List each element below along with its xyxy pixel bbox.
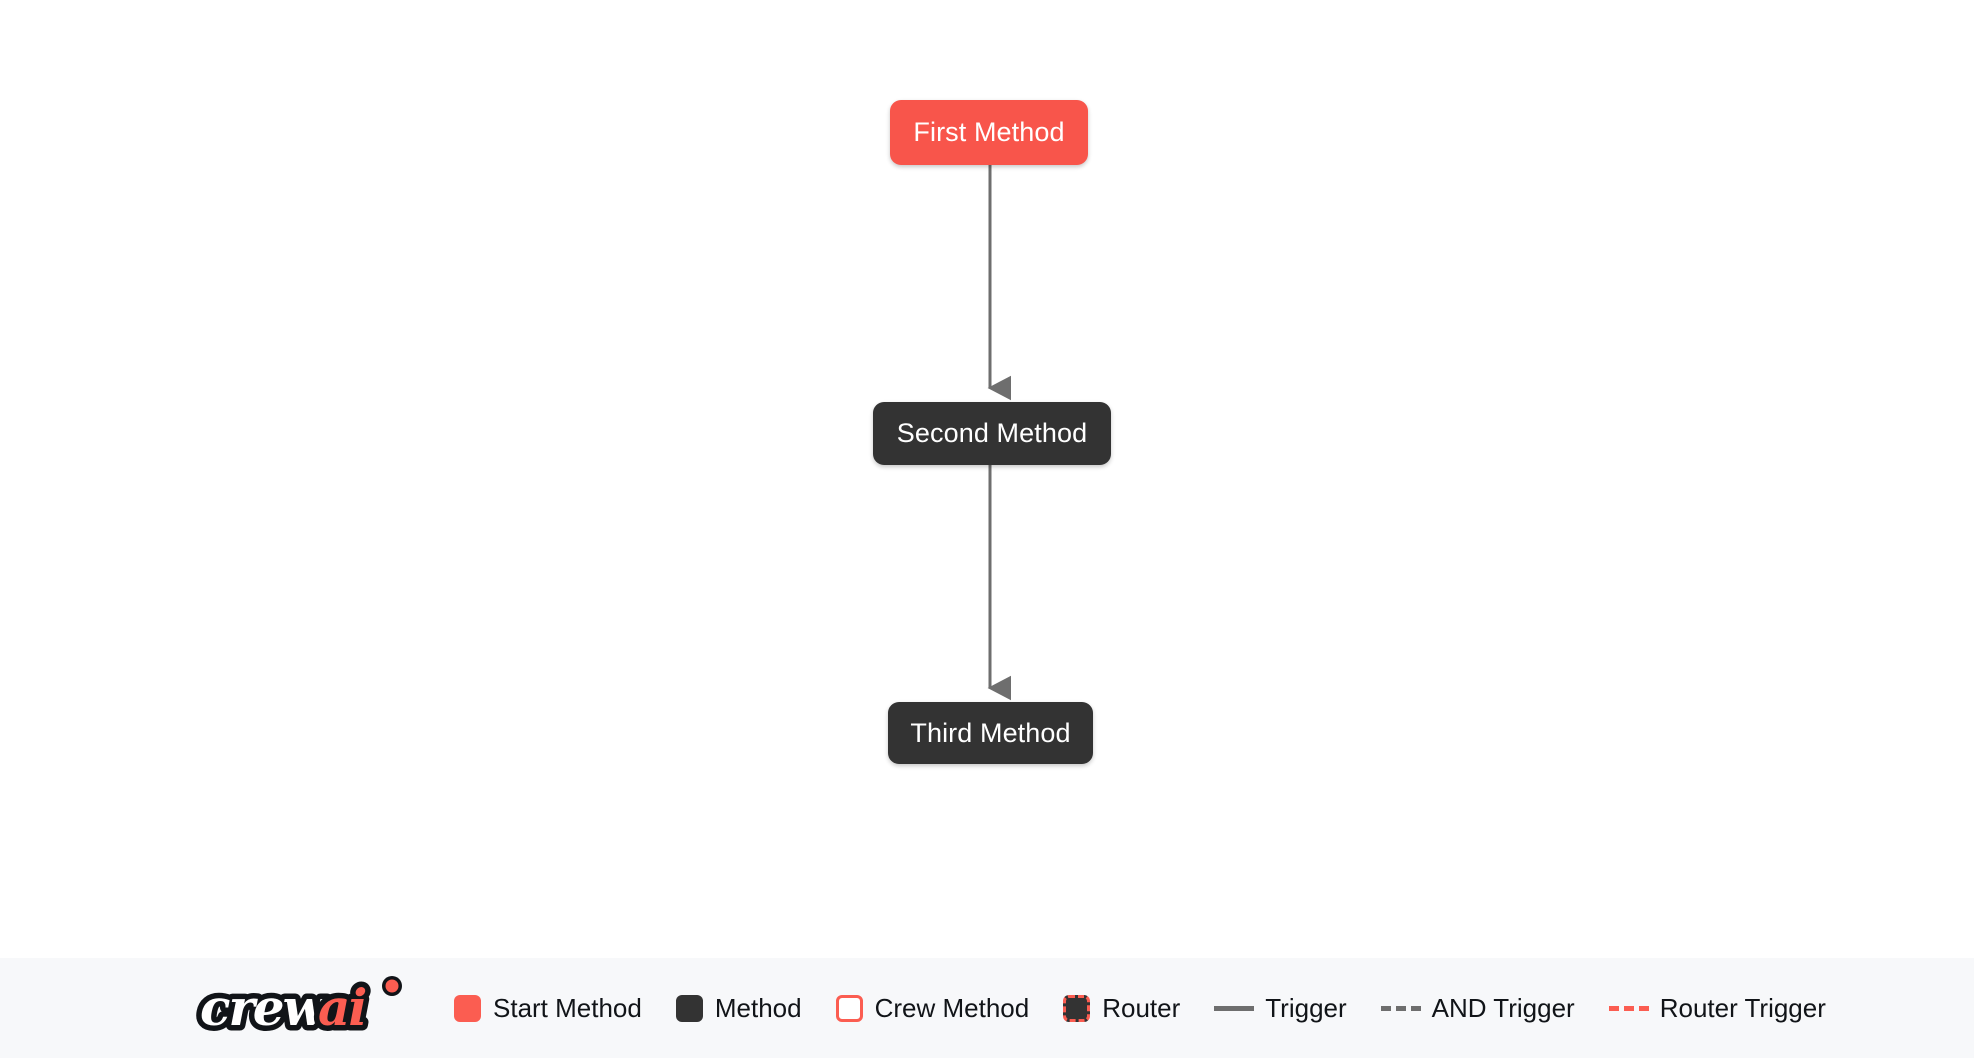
trigger-line-icon: [1214, 1005, 1255, 1011]
flow-node-third-method[interactable]: Third Method: [888, 702, 1093, 764]
logo-fill-crew: crew: [200, 978, 328, 1037]
legend-item-router: Router: [1063, 993, 1181, 1023]
logo-dot: [385, 979, 399, 993]
legend-item-method: Method: [675, 993, 802, 1023]
flow-node-first-method[interactable]: First Method: [890, 100, 1088, 165]
crewai-logo: crew crew ai ai: [196, 973, 402, 1043]
start-method-swatch-icon: [454, 994, 481, 1022]
and-trigger-line-icon: [1380, 1005, 1421, 1011]
legend-label: AND Trigger: [1431, 993, 1575, 1023]
legend-item-crew-method: Crew Method: [835, 993, 1030, 1023]
logo-fill-ai: ai: [318, 978, 365, 1037]
legend-item-start-method: Start Method: [454, 993, 642, 1023]
flow-node-second-method[interactable]: Second Method: [873, 402, 1111, 465]
logo-outline-ai: ai: [318, 978, 365, 1037]
flow-node-label: First Method: [913, 117, 1065, 147]
crew-method-swatch-icon: [835, 994, 863, 1022]
legend-label: Router Trigger: [1659, 993, 1826, 1023]
legend-label: Trigger: [1265, 993, 1347, 1023]
legend-bar: crew crew ai ai Start Method Method Crew…: [0, 958, 1974, 1058]
legend-item-and-trigger: AND Trigger: [1380, 993, 1575, 1023]
router-trigger-line-icon: [1608, 1005, 1649, 1011]
flow-node-label: Third Method: [910, 717, 1071, 748]
logo-outline-crew: crew: [200, 978, 328, 1037]
method-swatch-icon: [675, 994, 703, 1022]
legend-label: Method: [714, 993, 802, 1023]
legend-label: Crew Method: [874, 993, 1030, 1023]
legend-item-router-trigger: Router Trigger: [1608, 993, 1826, 1023]
legend-label: Start Method: [493, 993, 642, 1023]
legend-label: Router: [1102, 993, 1181, 1023]
router-swatch-icon: [1063, 994, 1091, 1022]
flow-node-label: Second Method: [896, 418, 1088, 448]
flow-canvas[interactable]: First Method Second Method Third Method: [0, 0, 1974, 958]
legend-item-trigger: Trigger: [1214, 993, 1347, 1023]
